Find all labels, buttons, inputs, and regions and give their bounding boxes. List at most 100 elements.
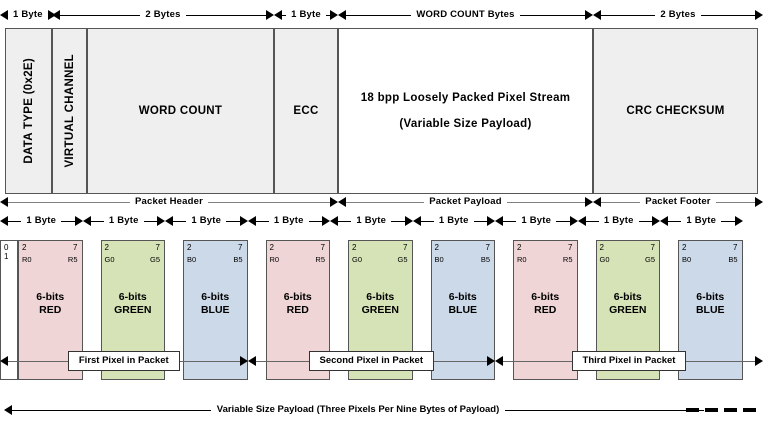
bit-index-low: 2 xyxy=(434,243,439,252)
packet-box-label: WORD COUNT xyxy=(138,105,223,117)
arrow-left-icon xyxy=(338,10,346,20)
measure-label: 1 Byte xyxy=(686,215,717,227)
arrow-left-icon xyxy=(0,216,8,226)
byte-measure-6: 1 Byte xyxy=(495,214,578,228)
bit-name-high: R5 xyxy=(315,255,325,264)
rule-right xyxy=(325,14,330,16)
arrow-left-icon xyxy=(82,216,91,226)
start-bits-cell: 0 1 xyxy=(0,240,18,380)
packet-box-label: DATA TYPE (0x2E) xyxy=(22,58,35,164)
arrow-left-icon xyxy=(52,10,60,20)
byte-cell-title-line2: BLUE xyxy=(695,304,725,317)
measure-label: 1 Byte xyxy=(26,215,57,227)
packet-box-label: ECC xyxy=(293,105,319,117)
arrow-left-icon xyxy=(0,197,8,207)
bit-index-low: 2 xyxy=(517,243,522,252)
packet-box-ecc: ECC xyxy=(274,28,338,194)
bit-name-low: R0 xyxy=(269,255,280,264)
arrow-left-icon xyxy=(247,356,256,366)
pixel-span-1: Second Pixel in Packet xyxy=(247,350,495,372)
arrow-left-icon xyxy=(4,405,12,415)
arrow-right-icon xyxy=(330,10,338,20)
arrow-left-icon xyxy=(593,197,601,207)
packet-box-label-line2: (Variable Size Payload) xyxy=(399,118,532,130)
arrow-left-icon xyxy=(338,197,346,207)
rule-right xyxy=(308,220,322,222)
byte-measure-1: 1 Byte xyxy=(82,214,165,228)
pixel-span-row: First Pixel in Packet Second Pixel in Pac… xyxy=(0,350,763,376)
span-rule-right xyxy=(179,360,240,362)
measure-label: Packet Payload xyxy=(429,196,502,208)
arrow-right-icon xyxy=(404,216,413,226)
measure-label: 1 Byte xyxy=(438,215,469,227)
arrow-left-icon xyxy=(0,356,8,366)
bit-index-high: 7 xyxy=(155,243,160,252)
byte-cell-title-line1: 6-bits xyxy=(613,291,642,303)
rule-right xyxy=(506,201,586,203)
bit-name-high: R5 xyxy=(67,255,78,264)
bit-index-high: 7 xyxy=(650,243,655,252)
bit-index-high: 7 xyxy=(403,243,408,252)
bit-name-high: B5 xyxy=(728,255,738,264)
measure-label: 2 Bytes xyxy=(660,9,696,21)
measure-label: 1 Byte xyxy=(356,215,387,227)
bit-name-low: G0 xyxy=(599,255,610,264)
start-bits-label: 0 1 xyxy=(4,243,10,261)
rule-left xyxy=(668,220,682,222)
caption-dash xyxy=(686,408,699,412)
arrow-right-icon xyxy=(569,216,578,226)
arrow-right-icon xyxy=(157,216,165,226)
byte-measure-4: 1 Byte xyxy=(330,214,413,228)
byte-cell-title-line1: 6-bits xyxy=(696,291,725,303)
pixel-span-0: First Pixel in Packet xyxy=(0,350,248,372)
byte-cell-title-line1: 6-bits xyxy=(201,291,230,303)
measure-label: 1 Byte xyxy=(108,215,139,227)
bit-index-low: 2 xyxy=(599,243,604,252)
rule-right xyxy=(715,201,755,203)
bit-name-low: R0 xyxy=(22,255,32,264)
top-measure-3: WORD COUNT Bytes xyxy=(338,8,593,22)
span-rule-right xyxy=(686,360,756,362)
rule-left xyxy=(585,220,599,222)
byte-measure-5: 1 Byte xyxy=(412,214,495,228)
section-measure-0: Packet Header xyxy=(0,195,338,209)
bit-index-high: 7 xyxy=(485,243,490,252)
caption-dash xyxy=(705,408,718,412)
arrow-right-icon xyxy=(239,216,248,226)
measure-label: WORD COUNT Bytes xyxy=(416,9,515,21)
arrow-right-icon xyxy=(322,216,330,226)
byte-cell-title-line1: 6-bits xyxy=(366,291,395,303)
measure-label: 2 Bytes xyxy=(145,9,181,21)
arrow-left-icon xyxy=(577,216,586,226)
rule-right xyxy=(391,220,405,222)
top-measure-2: 1 Byte xyxy=(274,8,338,22)
arrow-left-icon xyxy=(495,216,503,226)
bit-index-high: 7 xyxy=(733,243,738,252)
measure-label: 1 Byte xyxy=(521,215,552,227)
bit-index-high: 7 xyxy=(320,243,325,252)
rule-right xyxy=(700,14,756,16)
packet-box-label: CRC CHECKSUM xyxy=(626,105,725,117)
rule-left xyxy=(601,201,641,203)
caption-rule-right xyxy=(505,409,705,411)
rule-right xyxy=(721,220,735,222)
pixel-span-label: Second Pixel in Packet xyxy=(308,351,434,371)
byte-cell-title-line2: GREEN xyxy=(609,304,647,317)
top-measure-4: 2 Bytes xyxy=(593,8,763,22)
rule-right xyxy=(226,220,240,222)
arrow-left-icon xyxy=(593,10,601,20)
bit-name-low: B0 xyxy=(682,255,692,264)
caption-dash xyxy=(724,408,737,412)
bit-name-high: B5 xyxy=(480,255,490,264)
arrow-right-icon xyxy=(487,216,495,226)
rule-right xyxy=(208,201,330,203)
arrow-right-icon xyxy=(330,197,338,207)
packet-box-data-type: DATA TYPE (0x2E) xyxy=(5,28,52,194)
